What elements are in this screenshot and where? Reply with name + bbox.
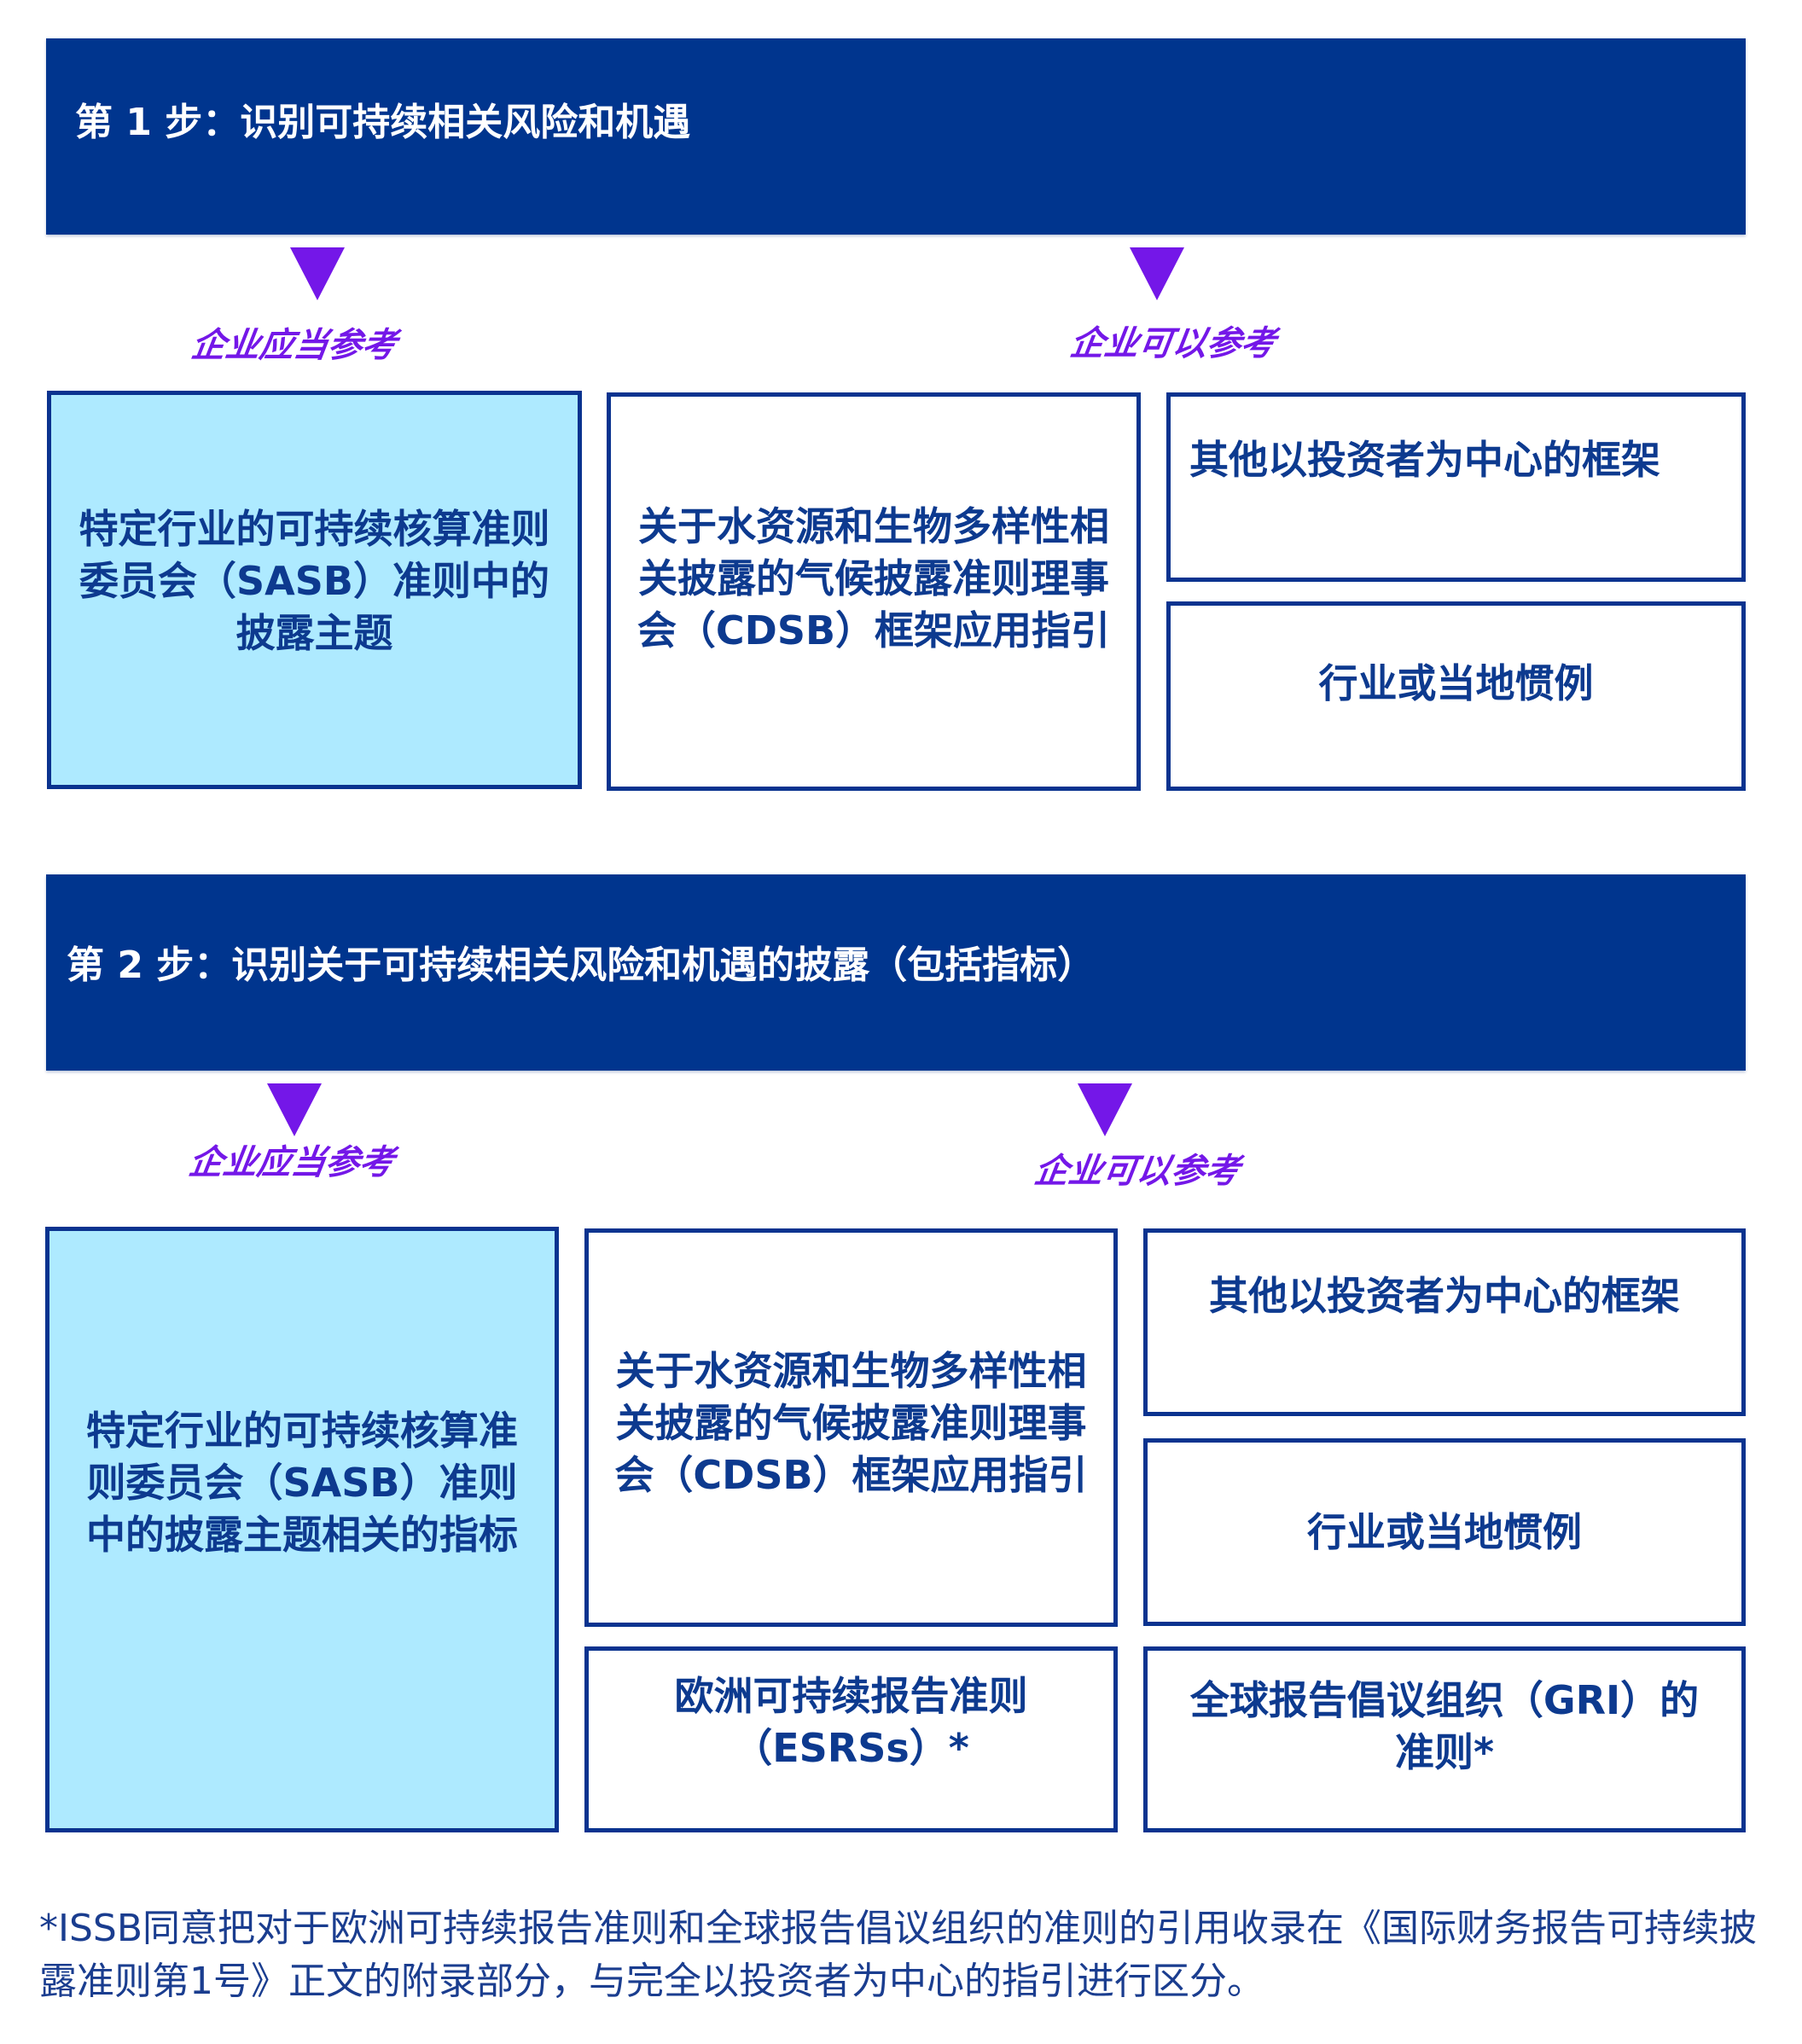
footnote: *ISSB同意把对于欧洲可持续报告准则和全球报告倡议组织的准则的引用收录在《国际…	[39, 1907, 1758, 2003]
arrow-down-icon	[1130, 247, 1184, 300]
step2-investor-box: 其他以投资者为中心的框架	[1143, 1228, 1746, 1416]
step2-header: 第 2 步：识别关于可持续相关风险和机遇的披露（包括指标）	[46, 874, 1746, 1071]
step1-sasb-box: 特定行业的可持续核算准则委员会（SASB）准则中的披露主题	[47, 391, 582, 789]
step1-may-label: 企业可以参考	[1067, 324, 1278, 363]
step2-industry-box: 行业或当地惯例	[1143, 1438, 1746, 1626]
step2-title: 第 2 步：识别关于可持续相关风险和机遇的披露（包括指标）	[67, 944, 1096, 987]
arrow-down-icon	[267, 1083, 322, 1136]
step1-should-label: 企业应当参考	[189, 326, 399, 365]
step2-may-label: 企业可以参考	[1032, 1152, 1242, 1191]
step1-title: 第 1 步：识别可持续相关风险和机遇	[75, 101, 691, 144]
arrow-down-icon	[1078, 1083, 1132, 1136]
step2-esrs-box: 欧洲可持续报告准则（ESRSs）*	[584, 1646, 1118, 1832]
step2-sasb-box: 特定行业的可持续核算准则委员会（SASB）准则中的披露主题相关的指标	[45, 1227, 559, 1832]
step2-gri-box: 全球报告倡议组织（GRI）的准则*	[1143, 1646, 1746, 1832]
step1-industry-box: 行业或当地惯例	[1166, 601, 1746, 791]
step1-investor-box: 其他以投资者为中心的框架	[1166, 392, 1746, 582]
arrow-down-icon	[290, 247, 345, 300]
step1-header: 第 1 步：识别可持续相关风险和机遇	[46, 38, 1746, 235]
step2-should-label: 企业应当参考	[186, 1143, 397, 1182]
step1-cdsb-box: 关于水资源和生物多样性相关披露的气候披露准则理事会（CDSB）框架应用指引	[607, 392, 1141, 791]
step2-cdsb-box: 关于水资源和生物多样性相关披露的气候披露准则理事会（CDSB）框架应用指引	[584, 1228, 1118, 1627]
